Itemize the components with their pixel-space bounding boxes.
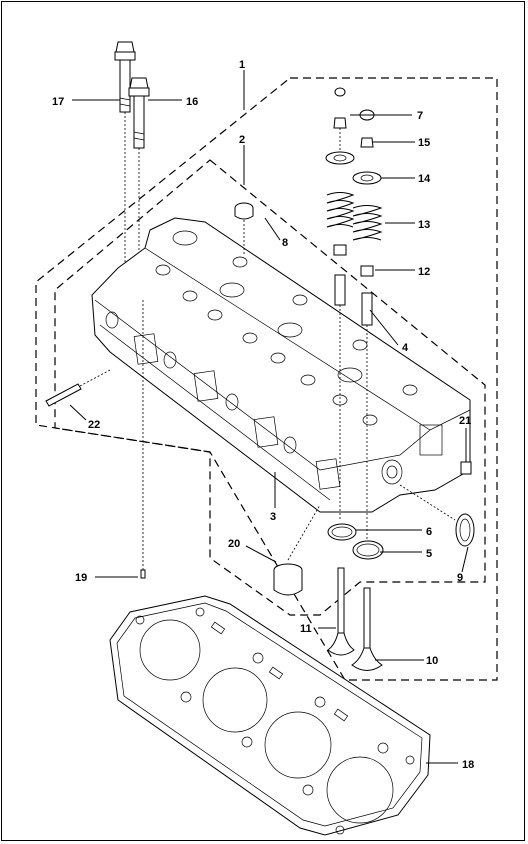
- part-5-seat-ring: [352, 540, 384, 560]
- callout-22: 22: [88, 419, 100, 431]
- cylinder-head: [91, 217, 471, 513]
- callout-11: 11: [300, 623, 312, 635]
- part-22-dowel-pin: [45, 383, 82, 407]
- callout-6: 6: [426, 526, 432, 538]
- callout-20: 20: [228, 538, 240, 550]
- callout-17: 17: [52, 96, 64, 108]
- leader-lines: [69, 70, 469, 764]
- bolt-17: [114, 41, 136, 113]
- callout-4: 4: [402, 342, 409, 354]
- valve-train-right: [352, 109, 383, 326]
- part-21-plug: [460, 461, 472, 475]
- callout-13: 13: [418, 219, 430, 231]
- part-8-plug: [234, 202, 254, 220]
- callout-9: 9: [457, 572, 463, 584]
- part-11-valve: [327, 567, 355, 656]
- part-6-seat-ring: [327, 523, 357, 541]
- callout-12: 12: [418, 266, 430, 278]
- part-10-valve: [351, 587, 383, 671]
- callout-3: 3: [270, 511, 276, 523]
- callout-2: 2: [239, 134, 245, 146]
- part-18-head-gasket: [109, 595, 431, 836]
- callout-5: 5: [426, 548, 432, 560]
- part-20-sleeve: [273, 563, 303, 596]
- callout-10: 10: [426, 655, 438, 667]
- callout-14: 14: [418, 173, 431, 185]
- callout-19: 19: [75, 572, 87, 584]
- group-2-boundary: [54, 159, 486, 616]
- callout-16: 16: [186, 96, 198, 108]
- bolt-16: [128, 77, 150, 149]
- callout-15: 15: [418, 137, 430, 149]
- callout-18: 18: [462, 759, 474, 771]
- part-9-seal: [455, 513, 475, 547]
- valve-train-left: [325, 87, 355, 306]
- callout-7: 7: [417, 110, 423, 122]
- callout-21: 21: [459, 415, 471, 427]
- callout-1: 1: [239, 59, 245, 71]
- part-19-pin: [140, 569, 146, 579]
- callout-8: 8: [282, 237, 288, 249]
